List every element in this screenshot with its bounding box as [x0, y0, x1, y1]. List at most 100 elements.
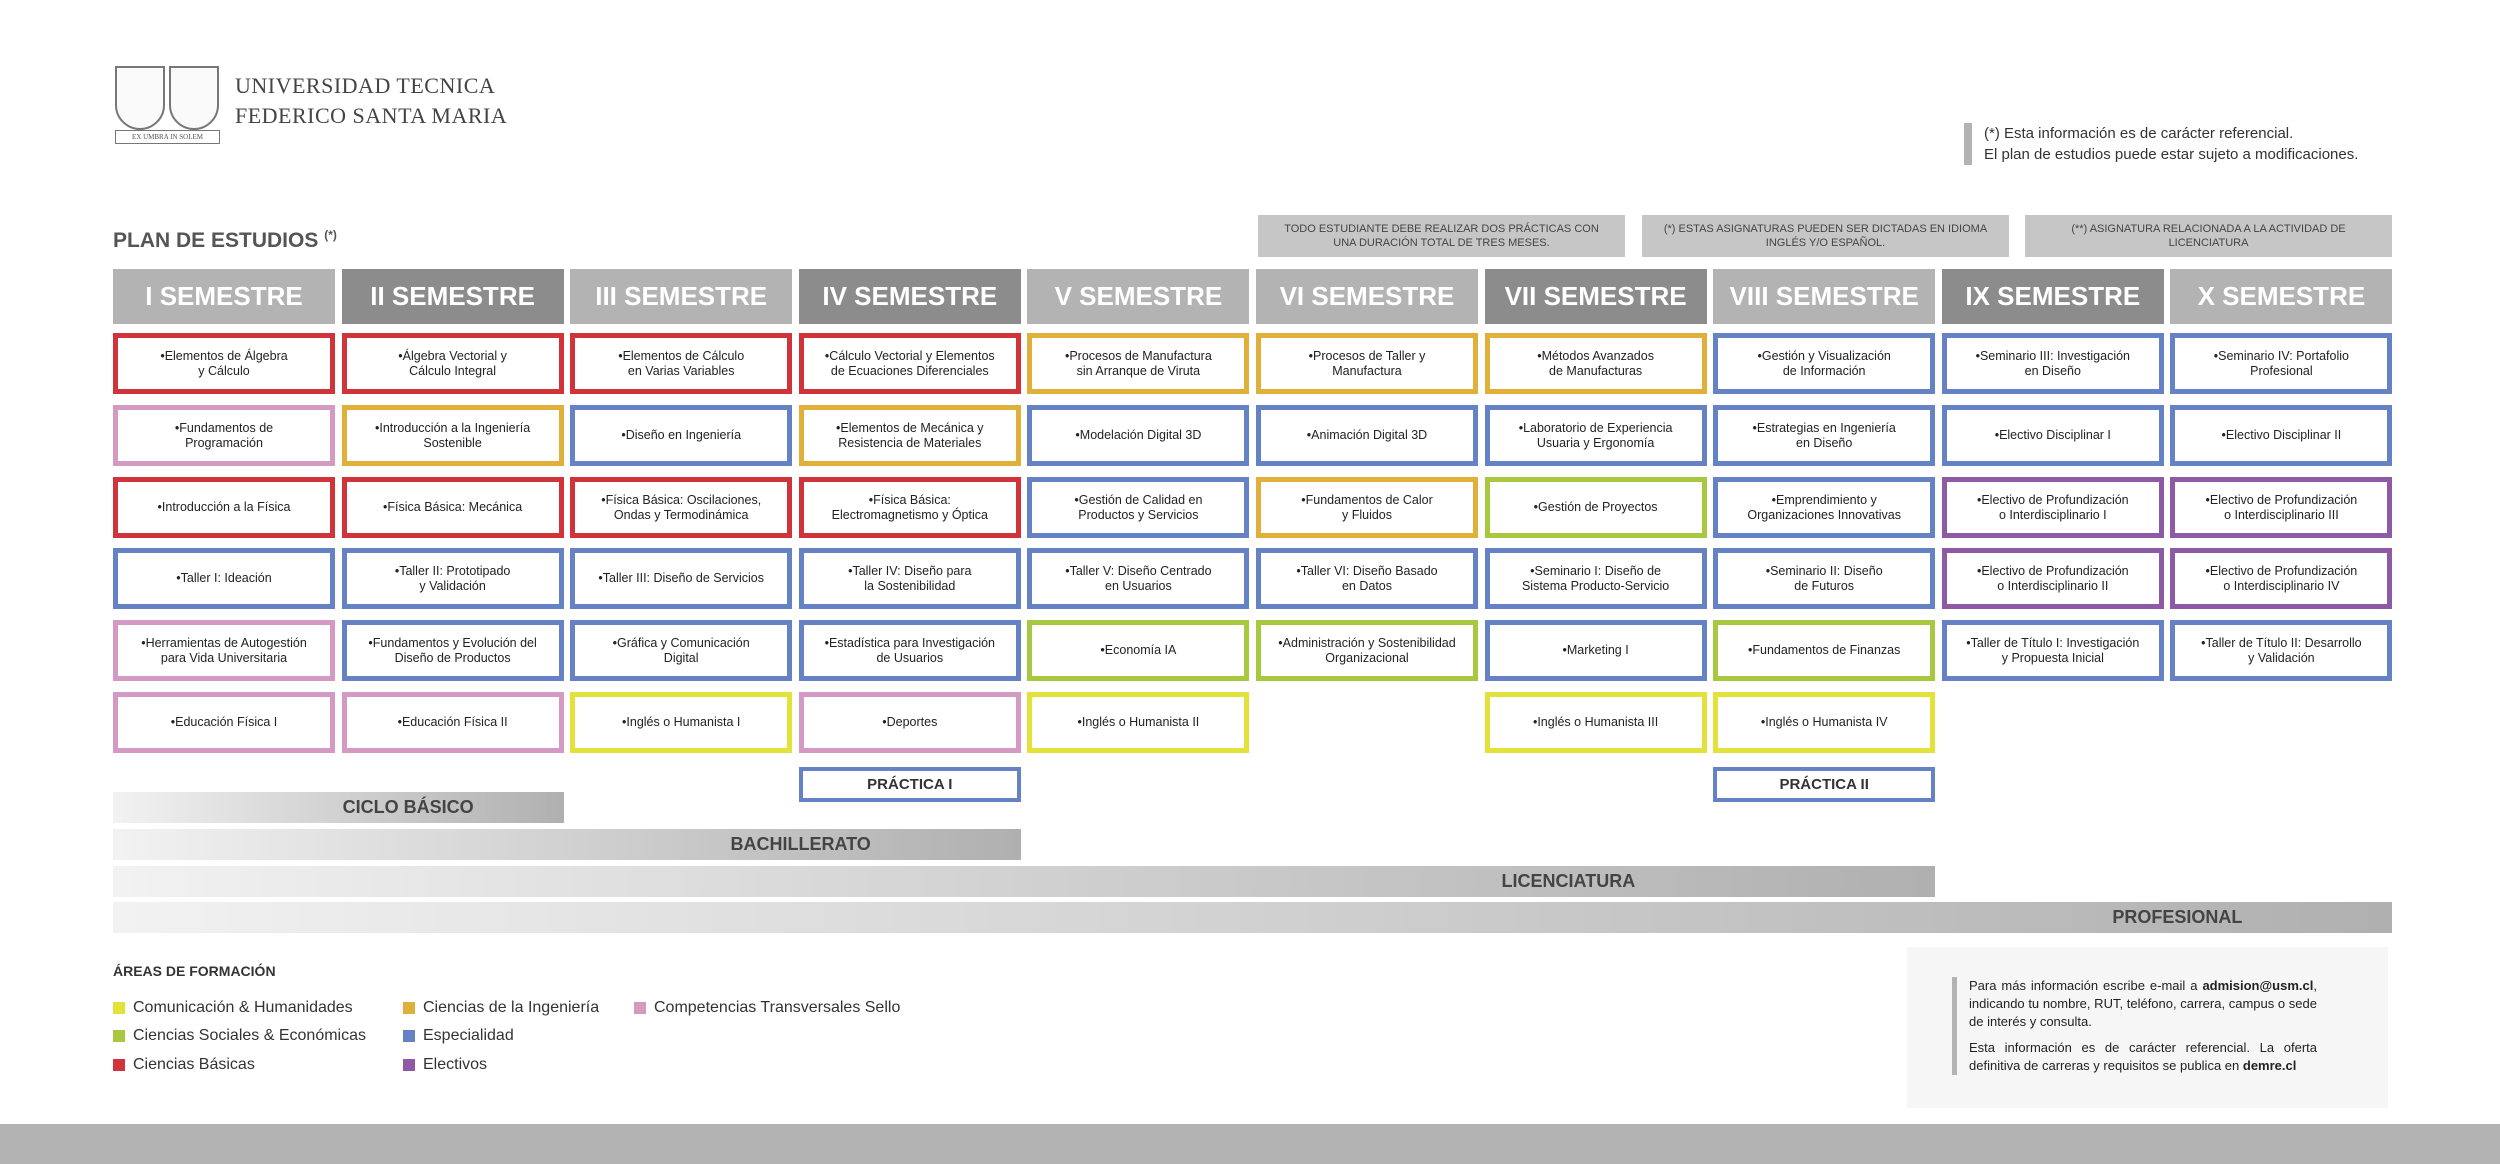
legend-swatch [113, 1002, 125, 1014]
course-box[interactable]: •Educación Física I [113, 692, 335, 753]
legend-label: Electivos [423, 1056, 488, 1073]
course-box[interactable]: •Taller II: Prototipado y Validación [341, 548, 564, 609]
course-box[interactable]: •Economía IA [1027, 620, 1250, 681]
title-mark: (*) [324, 228, 337, 242]
semester-header: IV SEMESTRE [798, 269, 1021, 324]
course-box[interactable]: •Taller I: Ideación [113, 548, 335, 609]
legend-item: Competencias Transversales Sello [634, 999, 900, 1017]
legend-swatch [113, 1059, 125, 1071]
course-box[interactable]: •Elementos de Cálculo en Varias Variable… [570, 333, 793, 394]
demre-link[interactable]: demre.cl [2242, 1058, 2297, 1073]
course-box[interactable]: •Electivo Disciplinar II [2170, 405, 2393, 466]
course-box[interactable]: •Inglés o Humanista IV [1713, 692, 1936, 753]
practice-box[interactable]: PRÁCTICA I [798, 767, 1021, 802]
course-box[interactable]: •Seminario II: Diseño de Futuros [1713, 548, 1936, 609]
course-box[interactable]: •Álgebra Vectorial y Cálculo Integral [341, 333, 564, 394]
cycle-bar: PROFESIONAL [113, 902, 2393, 933]
cycle-bar: BACHILLERATO [113, 829, 1021, 860]
course-box[interactable]: •Física Básica: Oscilaciones, Ondas y Te… [570, 477, 793, 538]
course-box[interactable]: •Estadística para Investigación de Usuar… [798, 620, 1021, 681]
course-box[interactable]: •Métodos Avanzados de Manufacturas [1484, 333, 1707, 394]
semester-header: IX SEMESTRE [1941, 269, 2164, 324]
course-box[interactable]: •Fundamentos y Evolución del Diseño de P… [341, 620, 564, 681]
course-box[interactable]: •Fundamentos de Finanzas [1713, 620, 1936, 681]
course-box[interactable]: •Física Básica: Electromagnetismo y Ópti… [798, 477, 1021, 538]
course-box[interactable]: •Marketing I [1484, 620, 1707, 681]
course-box[interactable]: •Cálculo Vectorial y Elementos de Ecuaci… [798, 333, 1021, 394]
practice-box[interactable]: PRÁCTICA II [1713, 767, 1936, 802]
cycle-label: CICLO BÁSICO [342, 797, 474, 817]
course-box[interactable]: •Electivo Disciplinar I [1941, 405, 2164, 466]
course-box[interactable]: •Procesos de Taller y Manufactura [1256, 333, 1478, 394]
course-box[interactable]: •Taller de Título II: Desarrollo y Valid… [2170, 620, 2393, 681]
disclaimer-note: (*) Esta información es de carácter refe… [1964, 123, 2358, 165]
disclaimer-line2: El plan de estudios puede estar sujeto a… [1984, 146, 2359, 163]
course-box[interactable]: •Electivo de Profundización o Interdisci… [1941, 477, 2164, 538]
course-box[interactable]: •Gestión y Visualización de Información [1713, 333, 1936, 394]
course-box[interactable]: •Electivo de Profundización o Interdisci… [1941, 548, 2164, 609]
university-logo: EX UMBRA IN SOLEM UNIVERSIDAD TECNICA FE… [115, 66, 507, 146]
course-box[interactable]: •Seminario IV: Portafolio Profesional [2170, 333, 2393, 394]
course-box[interactable]: •Seminario III: Investigación en Diseño [1941, 333, 2164, 394]
course-box[interactable]: •Introducción a la Ingeniería Sostenible [341, 405, 564, 466]
legend-item: Electivos [403, 1056, 487, 1074]
course-box[interactable]: •Modelación Digital 3D [1027, 405, 1250, 466]
legend-label: Competencias Transversales Sello [654, 999, 901, 1016]
course-box[interactable]: •Elementos de Mecánica y Resistencia de … [798, 405, 1021, 466]
disclaimer-line1: (*) Esta información es de carácter refe… [1984, 125, 2294, 142]
note-practicas: TODO ESTUDIANTE DEBE REALIZAR DOS PRÁCTI… [1258, 215, 1625, 257]
course-box[interactable]: •Introducción a la Física [113, 477, 335, 538]
course-box[interactable]: •Fundamentos de Programación [113, 405, 335, 466]
motto: EX UMBRA IN SOLEM [115, 130, 220, 144]
university-name-line2: FEDERICO SANTA MARIA [235, 103, 508, 128]
course-box[interactable]: •Gestión de Calidad en Productos y Servi… [1027, 477, 1250, 538]
course-box[interactable]: •Electivo de Profundización o Interdisci… [2170, 548, 2393, 609]
info-text: , indicando tu nombre, RUT, teléfono, ca… [1969, 978, 2317, 1029]
course-box[interactable]: •Emprendimiento y Organizaciones Innovat… [1713, 477, 1936, 538]
cycle-label: PROFESIONAL [2112, 907, 2243, 927]
semester-header: VIII SEMESTRE [1713, 269, 1936, 324]
course-box[interactable]: •Procesos de Manufactura sin Arranque de… [1027, 333, 1250, 394]
course-box[interactable]: •Inglés o Humanista I [570, 692, 793, 753]
email-link[interactable]: admision@usm.cl [2202, 978, 2314, 993]
footer-bar [0, 1124, 2500, 1164]
course-box[interactable]: •Diseño en Ingeniería [570, 405, 793, 466]
course-box[interactable]: •Animación Digital 3D [1256, 405, 1478, 466]
course-box[interactable]: •Elementos de Álgebra y Cálculo [113, 333, 335, 394]
course-box[interactable]: •Educación Física II [341, 692, 564, 753]
course-box[interactable]: •Deportes [798, 692, 1021, 753]
course-box[interactable]: •Administración y Sostenibilidad Organiz… [1256, 620, 1478, 681]
course-box[interactable]: •Taller IV: Diseño para la Sostenibilida… [798, 548, 1021, 609]
course-box[interactable]: •Taller de Título I: Investigación y Pro… [1941, 620, 2164, 681]
semester-header: VI SEMESTRE [1256, 269, 1478, 324]
course-box[interactable]: •Taller VI: Diseño Basado en Datos [1256, 548, 1478, 609]
course-box[interactable]: •Herramientas de Autogestión para Vida U… [113, 620, 335, 681]
course-box[interactable]: •Física Básica: Mecánica [341, 477, 564, 538]
legend-label: Ciencias Sociales & Económicas [133, 1027, 366, 1044]
legend-label: Especialidad [423, 1027, 514, 1044]
course-box[interactable]: •Taller III: Diseño de Servicios [570, 548, 793, 609]
legend-swatch [634, 1002, 646, 1014]
legend-title: ÁREAS DE FORMACIÓN [113, 963, 276, 979]
course-box[interactable]: •Taller V: Diseño Centrado en Usuarios [1027, 548, 1250, 609]
course-box[interactable]: •Gráfica y Comunicación Digital [570, 620, 793, 681]
legend-swatch [403, 1059, 415, 1071]
cycle-label: LICENCIATURA [1501, 871, 1636, 891]
info-text: Esta información es de carácter referenc… [1969, 1040, 2317, 1073]
course-box[interactable]: •Electivo de Profundización o Interdisci… [2170, 477, 2393, 538]
course-box[interactable]: •Inglés o Humanista II [1027, 692, 1250, 753]
cycle-bar: LICENCIATURA [113, 866, 1936, 897]
semester-header: VII SEMESTRE [1484, 269, 1707, 324]
note-idioma: (*) ESTAS ASIGNATURAS PUEDEN SER DICTADA… [1642, 215, 2009, 257]
legend-item: Comunicación & Humanidades [113, 999, 353, 1017]
course-box[interactable]: •Seminario I: Diseño de Sistema Producto… [1484, 548, 1707, 609]
course-box[interactable]: •Gestión de Proyectos [1484, 477, 1707, 538]
course-box[interactable]: •Laboratorio de Experiencia Usuaria y Er… [1484, 405, 1707, 466]
course-box[interactable]: •Fundamentos de Calor y Fluidos [1256, 477, 1478, 538]
info-text: Para más información escribe e-mail a [1969, 978, 2203, 993]
university-name-line1: UNIVERSIDAD TECNICA [235, 73, 496, 98]
course-box[interactable]: •Estrategias en Ingeniería en Diseño [1713, 405, 1936, 466]
page-title: PLAN DE ESTUDIOS (*) [113, 228, 337, 253]
semester-header: X SEMESTRE [2170, 269, 2393, 324]
course-box[interactable]: •Inglés o Humanista III [1484, 692, 1707, 753]
